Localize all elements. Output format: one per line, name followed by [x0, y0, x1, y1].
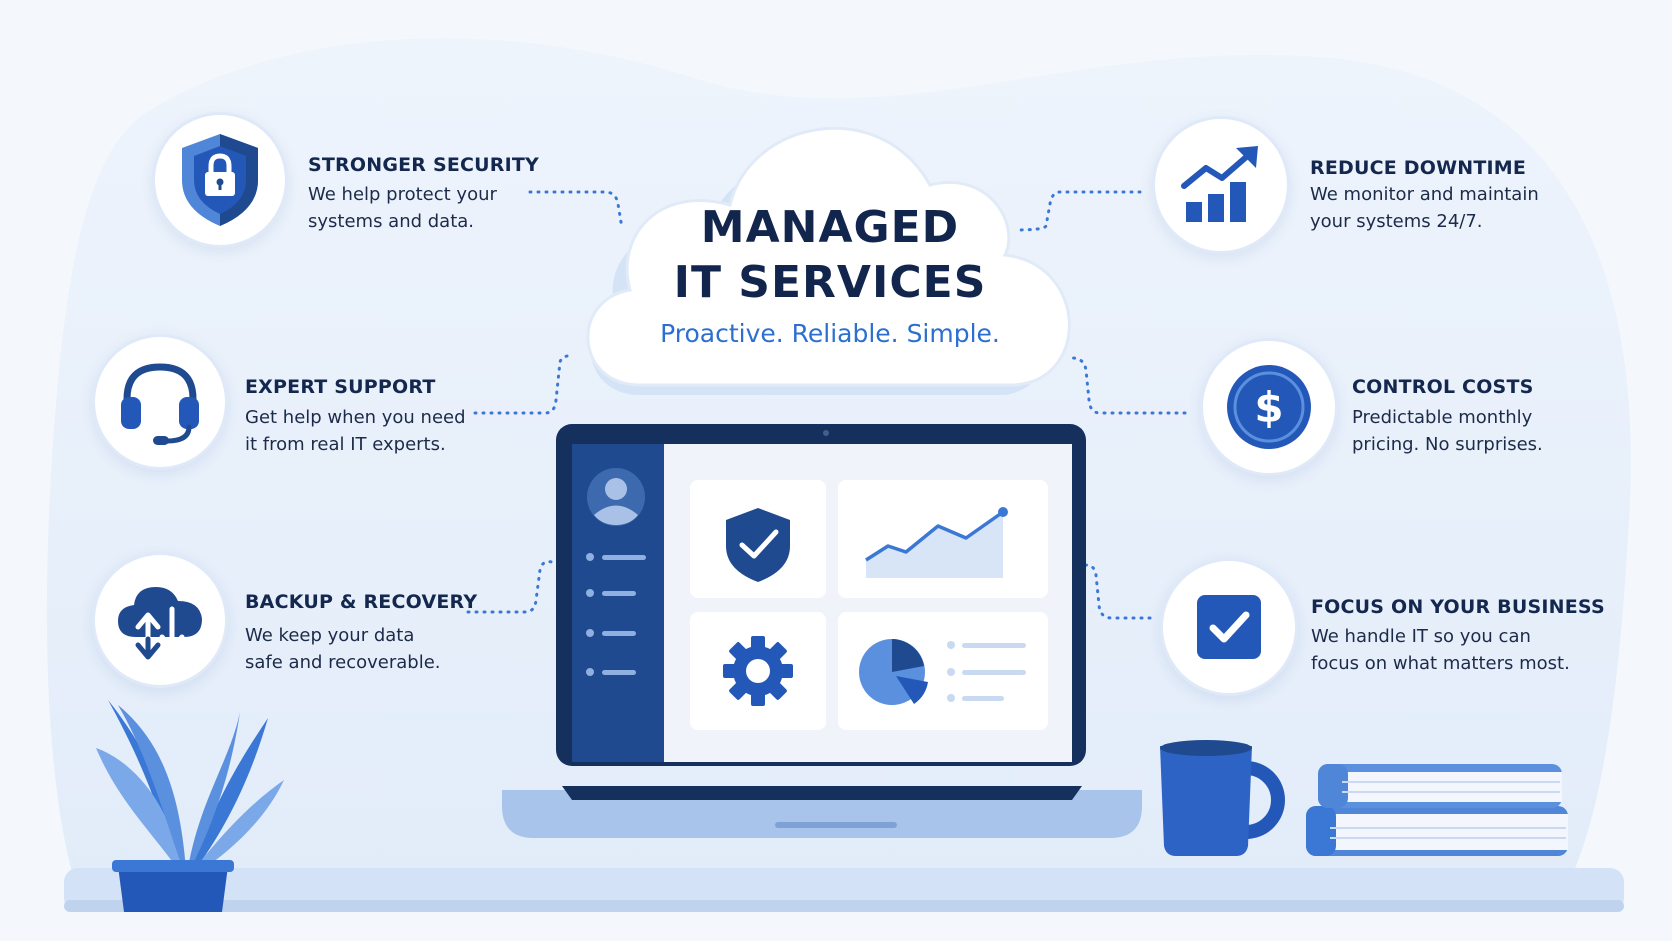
- plant-pot: [118, 866, 228, 912]
- sidebar-menu: [586, 553, 646, 676]
- plant: [96, 700, 284, 912]
- checkbox-icon: [1197, 595, 1261, 659]
- pie-chart-icon: [859, 639, 928, 705]
- cloud-tagline: Proactive. Reliable. Simple.: [660, 319, 1000, 348]
- support-title: EXPERT SUPPORT: [245, 376, 436, 398]
- shield-check-icon: [726, 508, 790, 582]
- security-description: We help protect your systems and data.: [308, 184, 497, 232]
- focus-title: FOCUS ON YOUR BUSINESS: [1311, 596, 1605, 618]
- coffee-mug: [1160, 740, 1285, 856]
- legend-lines: [947, 641, 1026, 702]
- support-icon-circle: [92, 334, 228, 470]
- focus-description: We handle IT so you can focus on what ma…: [1311, 626, 1570, 674]
- book-stack: [1306, 764, 1568, 856]
- cloud-title-line2: IT SERVICES: [673, 257, 987, 308]
- laptop-base: [502, 790, 1142, 838]
- security-title: STRONGER SECURITY: [308, 154, 540, 176]
- costs-description: Predictable monthly pricing. No surprise…: [1352, 407, 1543, 455]
- support-description: Get help when you need it from real IT e…: [245, 407, 466, 455]
- shield-lock-icon: [182, 134, 258, 226]
- dollar-coin-icon: $: [1227, 365, 1311, 449]
- costs-title: CONTROL COSTS: [1352, 376, 1534, 398]
- cloud: [586, 126, 1071, 387]
- line-chart-area: [866, 512, 1003, 578]
- downtime-title: REDUCE DOWNTIME: [1310, 157, 1527, 179]
- backup-icon-circle: [92, 552, 228, 688]
- headset-icon: [121, 363, 199, 445]
- costs-icon-circle: $: [1200, 338, 1338, 476]
- cloud-title-line1: MANAGED: [700, 202, 960, 253]
- downtime-icon-circle: [1152, 116, 1290, 254]
- security-icon-circle: [152, 112, 288, 248]
- laptop: [502, 424, 1142, 838]
- gear-icon: [723, 636, 793, 706]
- backup-description: We keep your data safe and recoverable.: [245, 625, 441, 673]
- dotted-connectors: [466, 190, 1187, 620]
- backup-title: BACKUP & RECOVERY: [245, 591, 478, 613]
- svg-text:$: $: [1254, 383, 1283, 432]
- focus-icon-circle: [1160, 558, 1298, 696]
- desk-edge: [64, 900, 1624, 912]
- cloud-sync-icon: [118, 587, 202, 660]
- downtime-description: We monitor and maintain your systems 24/…: [1310, 184, 1539, 232]
- line-chart-line: [865, 510, 1005, 562]
- growth-chart-icon: [1181, 146, 1258, 222]
